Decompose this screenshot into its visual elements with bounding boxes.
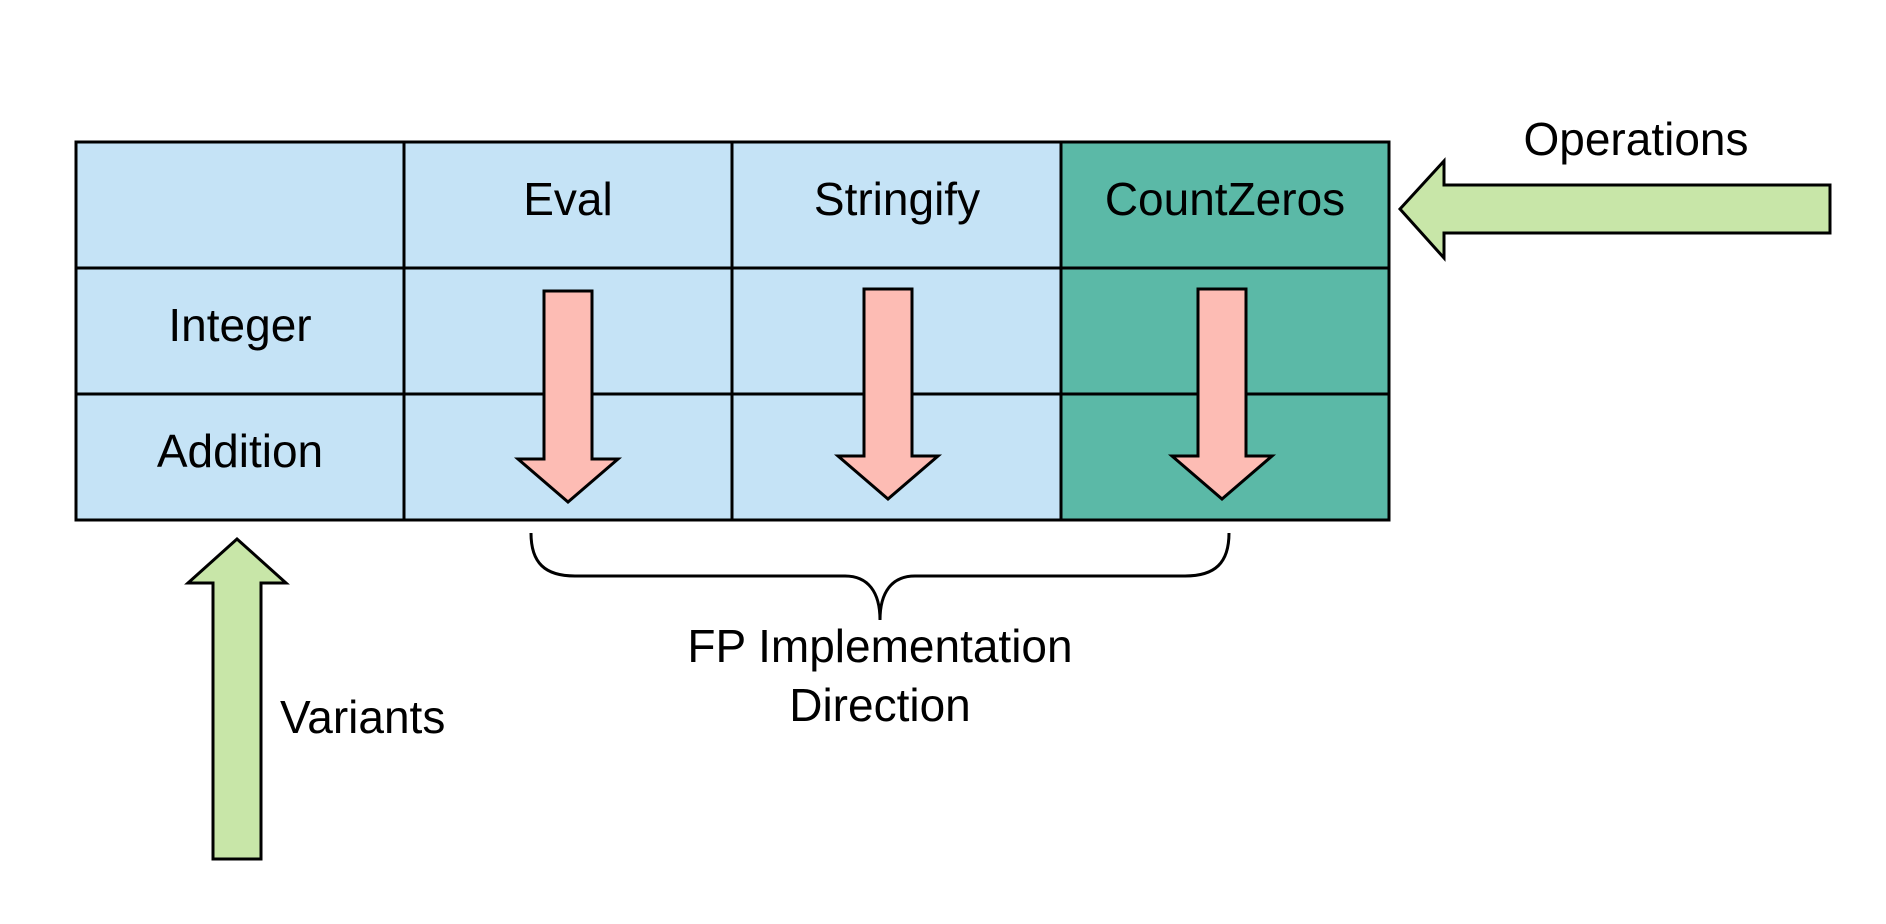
- row-header-addition: Addition: [157, 425, 323, 477]
- column-header-countzeros: CountZeros: [1105, 173, 1345, 225]
- variants-up-arrow-icon: [184, 536, 290, 861]
- implementation-brace: [529, 532, 1231, 621]
- stringify-down-arrow-icon: [833, 287, 943, 501]
- variants-label: Variants: [280, 691, 445, 743]
- table-grid: [74, 140, 1391, 522]
- eval-down-arrow-icon: [513, 289, 623, 504]
- column-header-stringify: Stringify: [814, 173, 980, 225]
- down-arrows: [513, 287, 1277, 504]
- countzeros-down-arrow-icon: [1167, 287, 1277, 501]
- operations-left-arrow-icon: [1397, 157, 1832, 262]
- operations-label: Operations: [1523, 113, 1748, 165]
- row-header-integer: Integer: [168, 299, 311, 351]
- brace-label-line1: FP Implementation: [687, 620, 1072, 672]
- brace-label-line2: Direction: [789, 679, 971, 731]
- column-header-eval: Eval: [523, 173, 612, 225]
